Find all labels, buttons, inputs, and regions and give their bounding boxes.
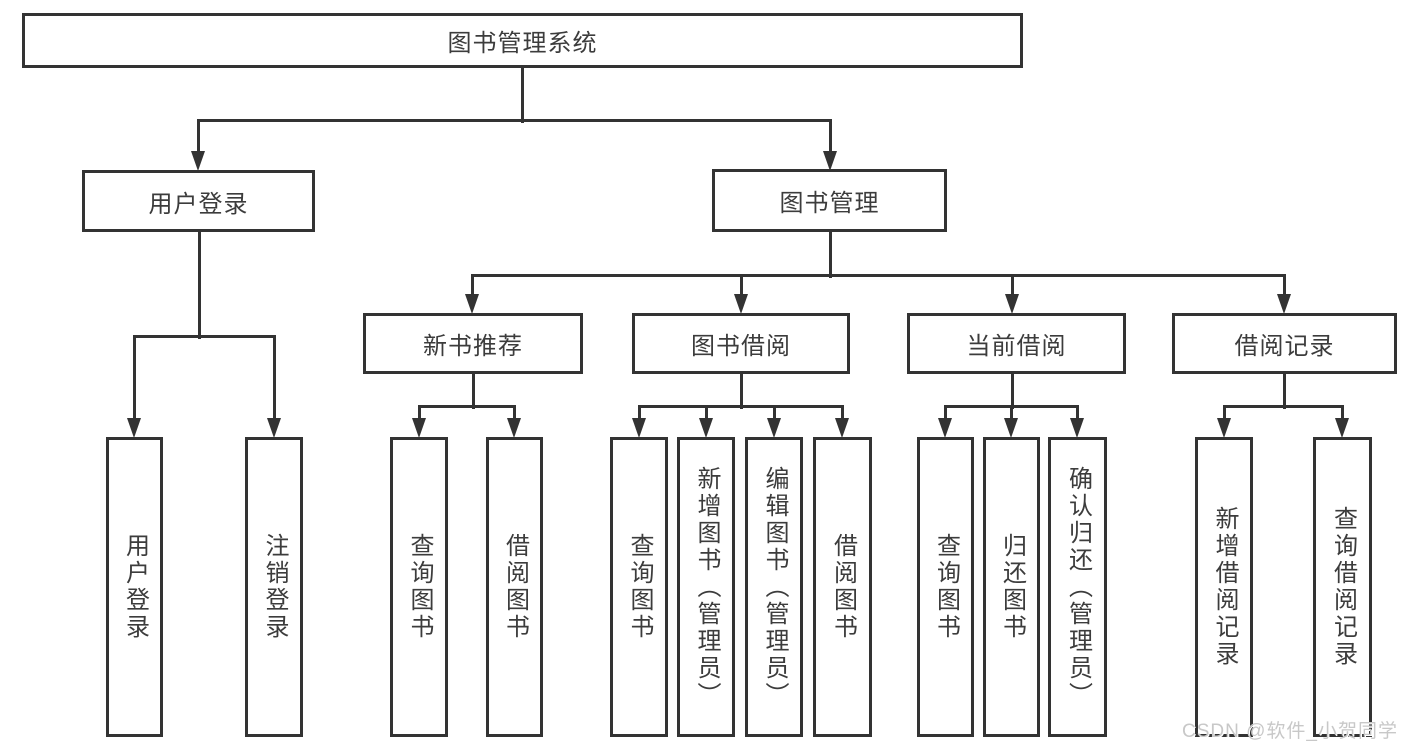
connector-line	[840, 406, 844, 419]
leaf-logout: 注销登录	[245, 437, 303, 737]
connector-line	[132, 334, 276, 338]
leaf-add-books-admin: 新增图书（管理员）	[677, 437, 735, 737]
arrowhead-icon	[507, 418, 521, 438]
leaf-query-books-recommendation: 查询图书	[390, 437, 448, 737]
node-label: 新增借阅记录	[1211, 506, 1238, 668]
connector-line	[417, 404, 516, 408]
connector-line	[1282, 374, 1286, 409]
node-label: 借阅记录	[1234, 333, 1335, 360]
arrowhead-icon	[127, 418, 141, 438]
arrowhead-icon	[1277, 294, 1291, 314]
watermark: CSDN @软件_小贺同学	[1182, 721, 1398, 742]
connector-line	[1010, 374, 1014, 409]
connector-line	[471, 374, 475, 409]
leaf-query-books-borrowing: 查询图书	[610, 437, 668, 737]
leaf-edit-books-admin: 编辑图书（管理员）	[745, 437, 803, 737]
node-label: 注销登录	[261, 533, 288, 641]
node-borrowing-records: 借阅记录	[1172, 313, 1397, 374]
arrowhead-icon	[699, 418, 713, 438]
connector-line	[1222, 404, 1344, 408]
connector-line	[196, 118, 832, 122]
node-label: 用户登录	[121, 533, 149, 641]
connector-line	[637, 404, 844, 408]
node-label: 查询图书	[932, 533, 960, 641]
node-label: 借阅图书	[501, 533, 529, 641]
arrowhead-icon	[267, 418, 281, 438]
connector-line	[739, 275, 743, 295]
connector-line	[828, 120, 832, 152]
node-label: 图书管理系统	[447, 30, 598, 57]
node-library-management-system: 图书管理系统	[22, 13, 1023, 68]
leaf-return-books: 归还图书	[983, 437, 1040, 737]
node-label: 用户登录	[148, 190, 249, 218]
connector-line	[520, 68, 524, 123]
connector-line	[132, 336, 136, 419]
leaf-borrow-books-recommendation: 借阅图书	[486, 437, 543, 737]
arrowhead-icon	[465, 294, 479, 314]
connector-line	[1222, 406, 1226, 419]
connector-line	[704, 406, 708, 419]
arrowhead-icon	[1070, 418, 1084, 438]
node-label: 确认归还（管理员）	[1064, 465, 1092, 709]
connector-line	[828, 232, 832, 278]
leaf-borrow-books-borrowing: 借阅图书	[813, 437, 872, 737]
connector-line	[417, 406, 421, 419]
arrowhead-icon	[1217, 418, 1231, 438]
leaf-confirm-return-admin: 确认归还（管理员）	[1048, 437, 1107, 737]
connector-line	[739, 374, 743, 409]
leaf-query-borrow-record: 查询借阅记录	[1313, 437, 1372, 737]
node-new-book-recommendation: 新书推荐	[363, 313, 583, 374]
node-label: 图书管理	[779, 190, 880, 217]
node-label: 图书借阅	[691, 333, 791, 360]
connector-line	[272, 336, 276, 419]
connector-line	[512, 406, 516, 419]
arrowhead-icon	[1335, 418, 1349, 438]
node-label: 新书推荐	[423, 333, 523, 360]
connector-line	[470, 273, 1286, 277]
connector-line	[1340, 406, 1344, 419]
leaf-add-borrow-record: 新增借阅记录	[1195, 437, 1253, 737]
arrowhead-icon	[823, 151, 837, 171]
connector-line	[637, 406, 641, 419]
connector-line	[196, 120, 200, 152]
node-label: 当前借阅	[966, 333, 1067, 360]
node-book-borrowing: 图书借阅	[632, 313, 850, 374]
connector-line	[197, 232, 201, 339]
arrowhead-icon	[767, 418, 781, 438]
node-book-management: 图书管理	[712, 169, 947, 232]
node-current-borrowing: 当前借阅	[907, 313, 1126, 374]
arrowhead-icon	[835, 418, 849, 438]
node-label: 借阅图书	[829, 533, 857, 641]
connector-line	[1075, 406, 1079, 419]
leaf-query-books-current: 查询图书	[917, 437, 974, 737]
arrowhead-icon	[938, 418, 952, 438]
arrowhead-icon	[734, 294, 748, 314]
node-user-login: 用户登录	[82, 170, 315, 232]
connector-line	[943, 406, 947, 419]
node-label: 归还图书	[998, 533, 1026, 641]
node-label: 查询图书	[626, 533, 653, 641]
node-label: 编辑图书（管理员）	[761, 465, 788, 709]
connector-line	[1009, 406, 1013, 419]
connector-line	[772, 406, 776, 419]
node-label: 查询图书	[406, 533, 433, 641]
leaf-user-login: 用户登录	[106, 437, 163, 737]
arrowhead-icon	[412, 418, 426, 438]
connector-line	[1010, 275, 1014, 295]
node-label: 新增图书（管理员）	[693, 465, 720, 709]
node-label: 查询借阅记录	[1329, 506, 1357, 668]
connector-line	[470, 275, 474, 295]
arrowhead-icon	[1004, 418, 1018, 438]
connector-line	[1282, 275, 1286, 295]
arrowhead-icon	[191, 151, 205, 171]
arrowhead-icon	[632, 418, 646, 438]
arrowhead-icon	[1005, 294, 1019, 314]
